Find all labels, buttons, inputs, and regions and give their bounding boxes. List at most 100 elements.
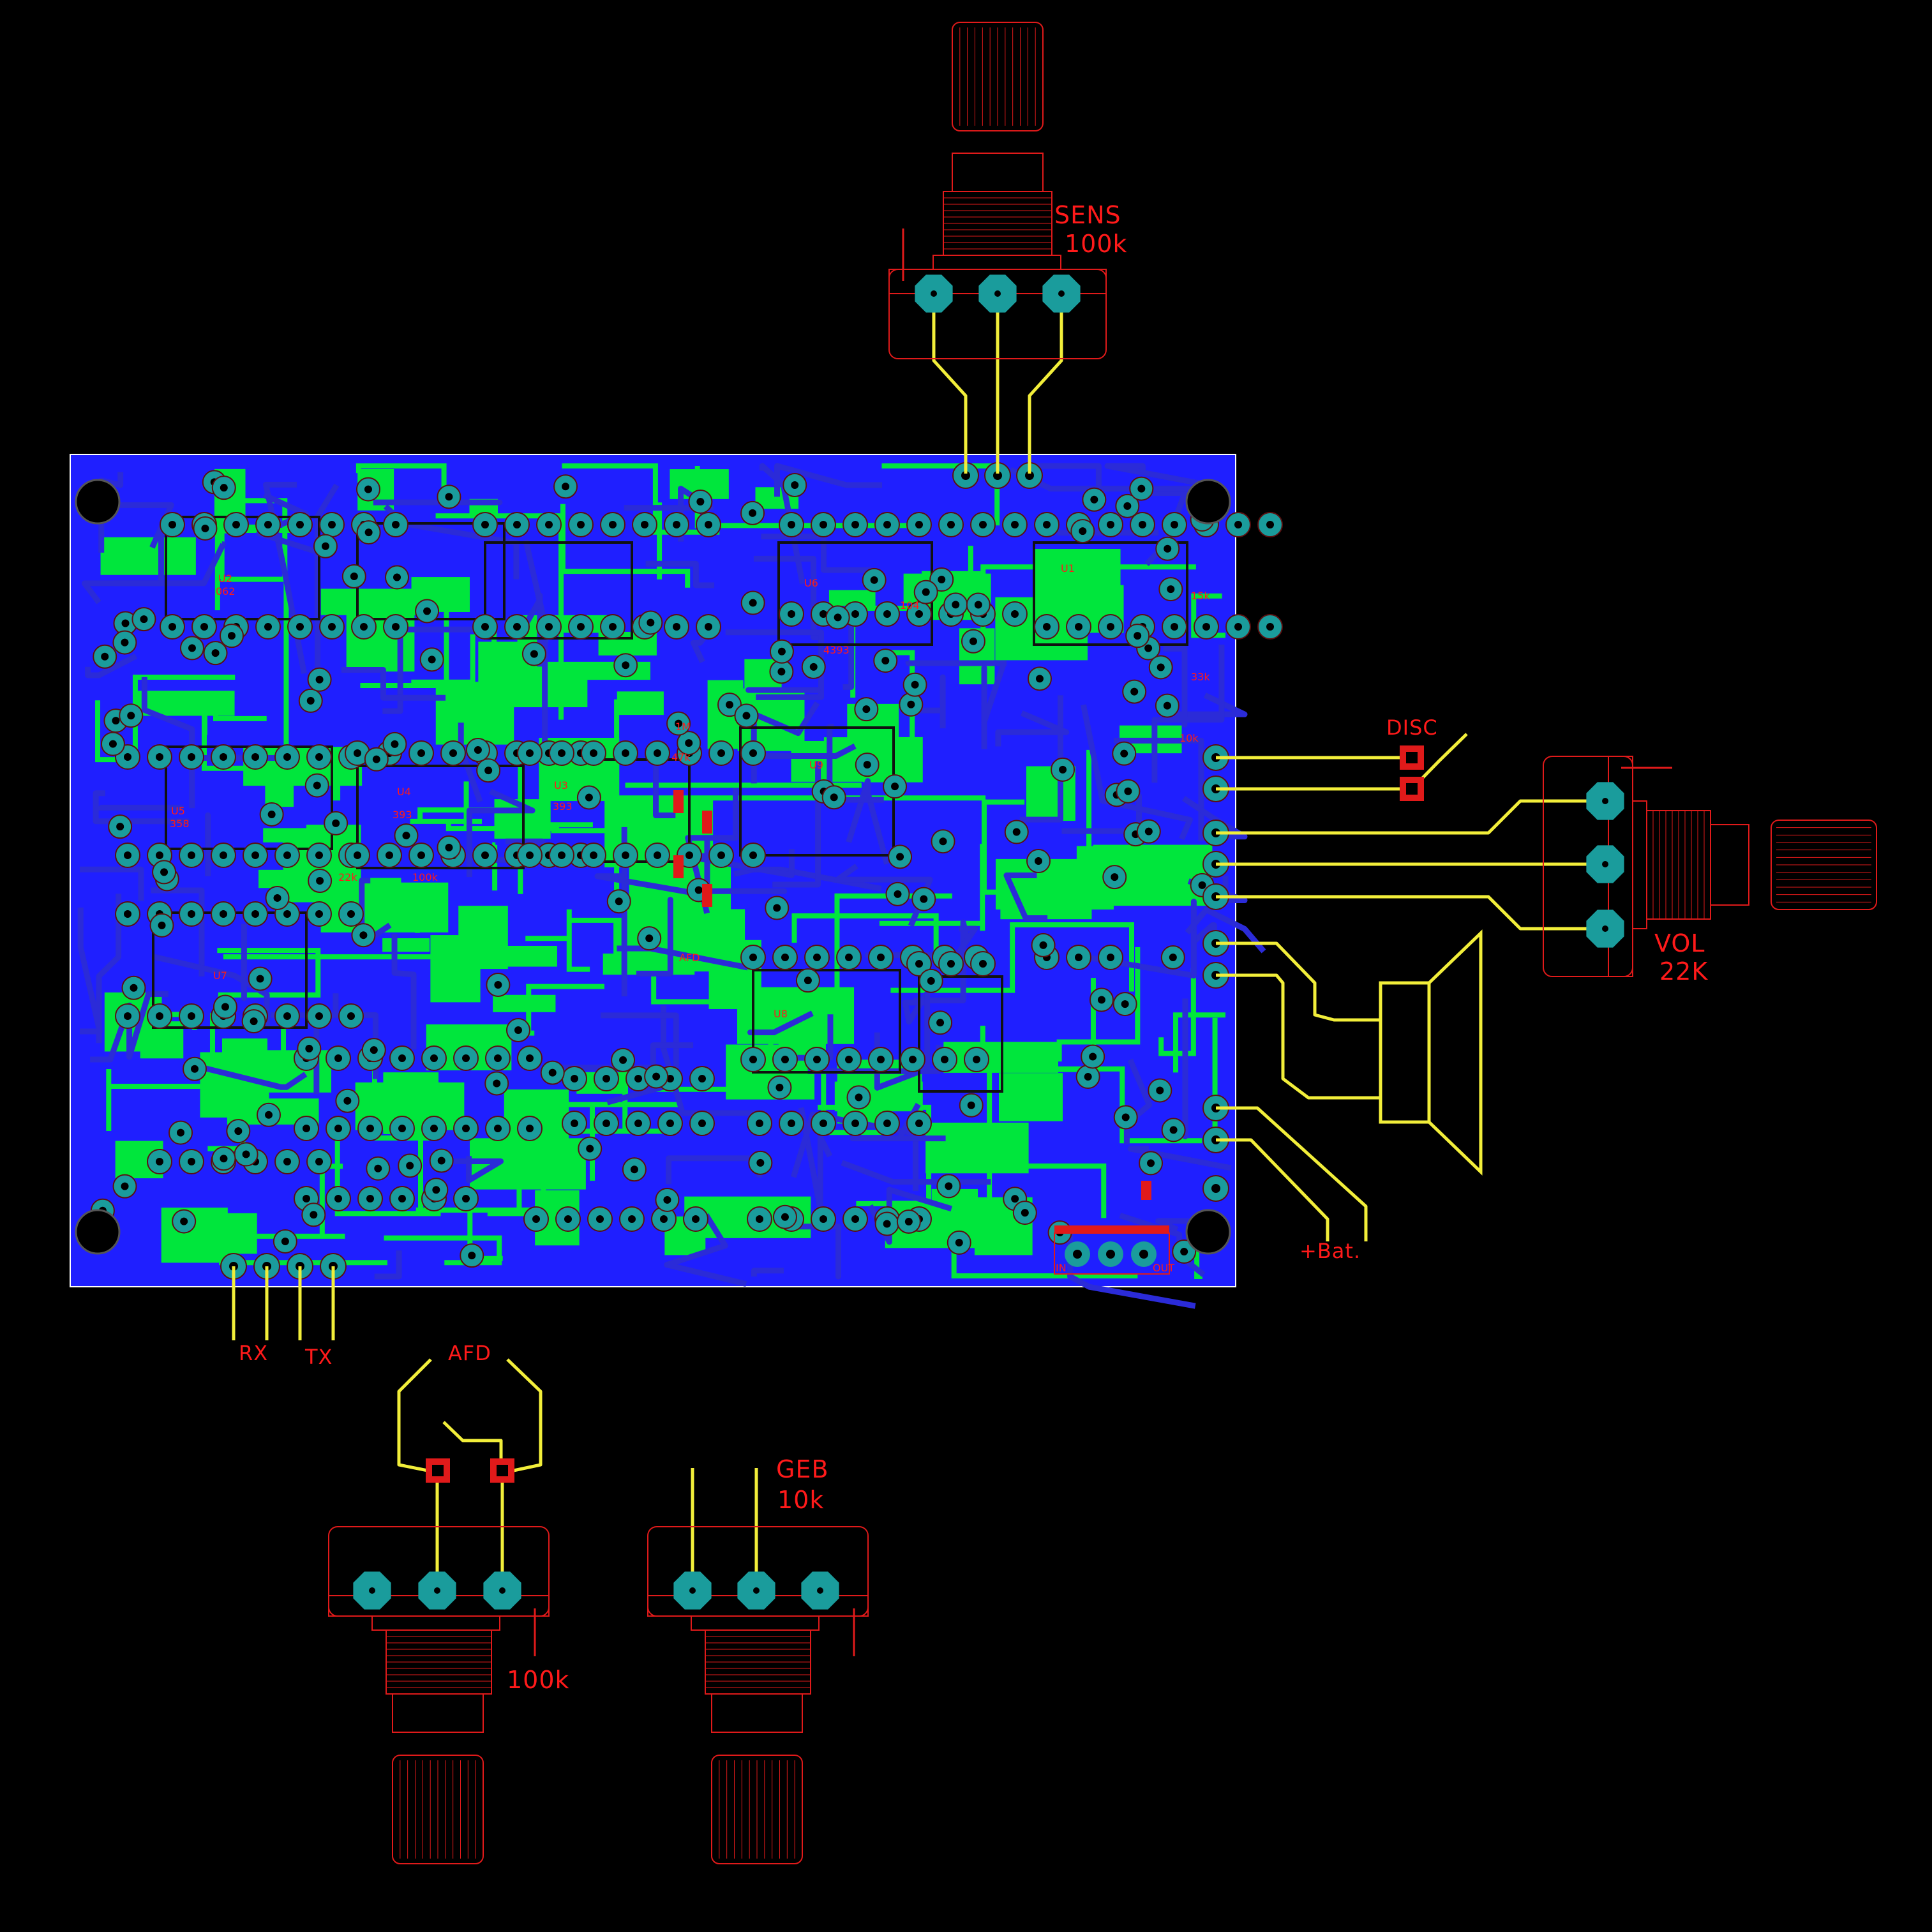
tx-label: TX <box>305 1345 333 1369</box>
pad-hole <box>432 1186 440 1194</box>
copper-trace <box>1158 968 1196 1056</box>
pad-hole <box>468 1252 476 1260</box>
pad-hole <box>430 1054 438 1062</box>
pad-hole <box>1034 857 1042 865</box>
pad-hole <box>756 1120 763 1127</box>
copper-trace <box>1056 947 1141 1062</box>
pad-hole <box>315 753 323 761</box>
disc-label: DISC <box>1386 715 1438 740</box>
pad-hole <box>904 1218 913 1226</box>
pad-hole <box>462 1054 470 1062</box>
mark-15k: 15k <box>1191 590 1210 602</box>
pad-hole <box>994 290 1001 297</box>
pad-hole <box>947 960 955 968</box>
mark-22k: 22k <box>338 871 357 883</box>
pad-hole <box>973 1056 980 1063</box>
pad-hole <box>334 1125 342 1132</box>
pad-hole <box>180 1217 188 1225</box>
pad-hole <box>1198 881 1206 889</box>
pad-hole <box>1139 1250 1148 1259</box>
bottom-trace <box>1123 1058 1153 1145</box>
pad-hole <box>121 638 129 647</box>
pad-hole <box>1134 632 1142 640</box>
mark-10k: 10k <box>1179 732 1199 744</box>
pad-hole <box>548 1068 557 1077</box>
copper-trace <box>356 463 447 499</box>
pad-hole <box>374 1164 382 1172</box>
pad-hole <box>188 1012 195 1020</box>
pad-hole <box>526 1054 534 1062</box>
pad-hole <box>283 851 291 859</box>
ic-outline <box>1033 541 1188 646</box>
pad-hole <box>328 521 336 528</box>
pad-hole <box>1602 861 1608 867</box>
pad-hole <box>881 657 890 665</box>
bottom-trace <box>203 1065 308 1090</box>
pad-hole <box>417 851 425 859</box>
pad-hole <box>974 601 982 609</box>
pad-hole <box>423 607 431 615</box>
pad-hole <box>1097 996 1105 1004</box>
pad-hole <box>283 1158 291 1165</box>
bottom-trace <box>1003 872 1048 921</box>
pad-hole <box>1171 623 1178 631</box>
pad-hole <box>462 1195 470 1202</box>
speaker-cone <box>1427 929 1483 1176</box>
pad-hole <box>1139 521 1146 528</box>
pad-hole <box>393 573 401 581</box>
pad-hole <box>673 521 680 528</box>
bottom-trace <box>1033 463 1102 494</box>
copper-trace <box>343 878 420 933</box>
wire-vol-1 <box>1216 799 1605 835</box>
wire-speaker-2 <box>1216 973 1381 1100</box>
pad-hole <box>306 696 315 705</box>
pad-hole <box>749 749 757 757</box>
pad-hole <box>1025 471 1034 480</box>
bottom-trace <box>841 1160 991 1185</box>
pad-hole <box>705 521 712 528</box>
pad-hole <box>562 483 570 491</box>
pad-hole <box>781 954 789 961</box>
pad-hole <box>603 1120 610 1127</box>
pad-hole <box>558 851 565 859</box>
copper-trace <box>220 498 288 582</box>
bottom-trace <box>754 743 857 759</box>
mark-u2: U2 <box>218 573 232 585</box>
pad-hole <box>1211 1184 1220 1193</box>
pad-hole <box>220 910 227 918</box>
mounting-holes <box>75 479 1231 1255</box>
pad-hole <box>1039 941 1047 949</box>
mark-afd: AFD <box>679 952 700 964</box>
pad-hole <box>749 599 757 607</box>
pad-hole <box>641 521 648 528</box>
pad-hole <box>585 793 593 802</box>
pad-hole <box>188 644 196 652</box>
pad-hole <box>267 810 276 818</box>
pad-hole <box>481 851 489 859</box>
pad-hole <box>264 521 272 528</box>
bottom-trace <box>995 710 1070 747</box>
pad-hole <box>1059 765 1067 774</box>
pad-hole <box>283 910 291 918</box>
pad-hole <box>883 521 891 528</box>
pad-hole <box>313 781 321 790</box>
copper-fill <box>613 919 737 964</box>
pad-hole <box>781 1056 789 1063</box>
pad-hole <box>1167 585 1175 594</box>
pad-hole <box>305 1044 313 1052</box>
pad-hole <box>961 471 970 480</box>
pad-hole <box>494 1125 502 1132</box>
pad-hole <box>402 832 410 840</box>
pad-hole <box>532 1215 540 1223</box>
pad-hole <box>915 1120 923 1127</box>
pad-hole <box>1180 1247 1188 1255</box>
pad-hole <box>1121 1000 1129 1008</box>
bottom-trace <box>594 837 710 899</box>
bottom-trace <box>151 887 205 977</box>
bottom-trace <box>981 663 1007 749</box>
pad-hole <box>855 1093 863 1102</box>
pad-hole <box>781 1213 789 1221</box>
pad-hole <box>398 1195 406 1202</box>
pad-hole <box>201 524 209 532</box>
pad-hole <box>1011 1195 1019 1203</box>
